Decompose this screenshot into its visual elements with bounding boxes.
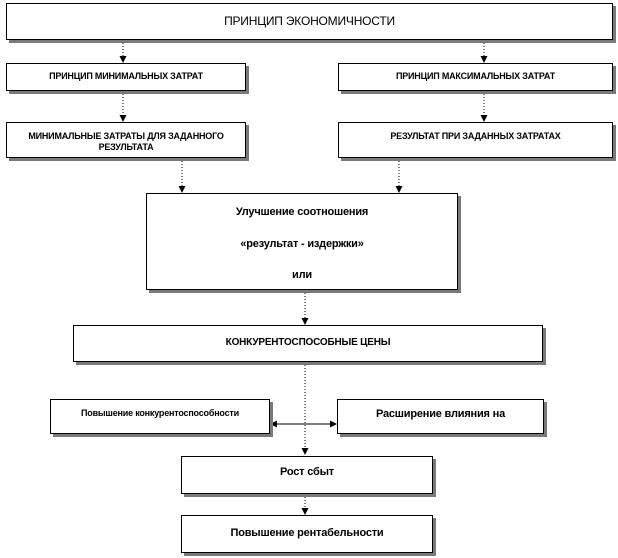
competitive-prices-box: КОНКУРЕНТОСПОСОБНЫЕ ЦЕНЫ [73, 325, 543, 362]
profitability-box: Повышение рентабельности [181, 515, 433, 553]
min-costs-label: МИНИМАЛЬНЫЕ ЗАТРАТЫ ДЛЯ ЗАДАННОГО РЕЗУЛЬ… [28, 131, 224, 153]
sales-growth-box: Рост сбыт [181, 456, 433, 494]
influence-label: Расширение влияния на [375, 408, 505, 420]
improvement-line-2: «результат - издержки» [240, 237, 364, 250]
result-costs-box: РЕЗУЛЬТАТ ПРИ ЗАДАННЫХ ЗАТРАТАХ [338, 122, 613, 158]
max-principle-box: ПРИНЦИП МАКСИМАЛЬНЫХ ЗАТРАТ [338, 63, 613, 91]
economy-principle-label: ПРИНЦИП ЭКОНОМИЧНОСТИ [224, 14, 395, 28]
result-costs-label: РЕЗУЛЬТАТ ПРИ ЗАДАННЫХ ЗАТРАТАХ [390, 131, 561, 141]
improvement-box: Улучшение соотношения «результат - издер… [146, 193, 458, 290]
competitiveness-label: Повышение конкурентоспособности [81, 408, 239, 418]
min-principle-box: ПРИНЦИП МИНИМАЛЬНЫХ ЗАТРАТ [6, 63, 246, 91]
improvement-line-1: Улучшение соотношения [235, 206, 369, 218]
competitive-prices-label: КОНКУРЕНТОСПОСОБНЫЕ ЦЕНЫ [225, 337, 391, 349]
max-principle-label: ПРИНЦИП МАКСИМАЛЬНЫХ ЗАТРАТ [395, 71, 556, 82]
improvement-line-3: или [292, 268, 312, 281]
sales-growth-label: Рост сбыт [280, 466, 334, 478]
influence-box: Расширение влияния на [337, 399, 544, 434]
profitability-label: Повышение рентабельности [230, 527, 384, 540]
competitiveness-box: Повышение конкурентоспособности [50, 399, 270, 434]
economy-principle-box: ПРИНЦИП ЭКОНОМИЧНОСТИ [6, 3, 613, 40]
min-principle-label: ПРИНЦИП МИНИМАЛЬНЫХ ЗАТРАТ [49, 71, 203, 82]
min-costs-box: МИНИМАЛЬНЫЕ ЗАТРАТЫ ДЛЯ ЗАДАННОГО РЕЗУЛЬ… [6, 122, 246, 158]
